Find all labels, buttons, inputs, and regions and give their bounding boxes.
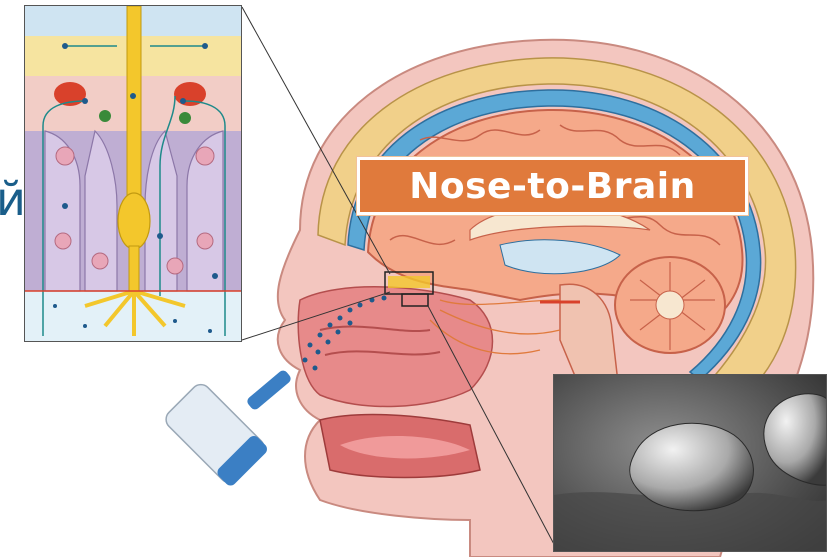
epithelium-diagram	[25, 6, 242, 342]
olfactory-bulb	[388, 276, 430, 288]
title-banner: Nose-to-Brain	[357, 157, 748, 215]
microparticle-image	[554, 375, 827, 552]
nasal-cavity	[298, 287, 492, 407]
diagram-title: Nose-to-Brain	[409, 166, 695, 207]
epithelium-inset	[24, 5, 242, 342]
cut-off-letter: й	[0, 176, 26, 222]
nasal-spray-icon	[162, 369, 293, 488]
microparticle-photo	[553, 374, 827, 552]
cerebellum	[615, 257, 725, 353]
